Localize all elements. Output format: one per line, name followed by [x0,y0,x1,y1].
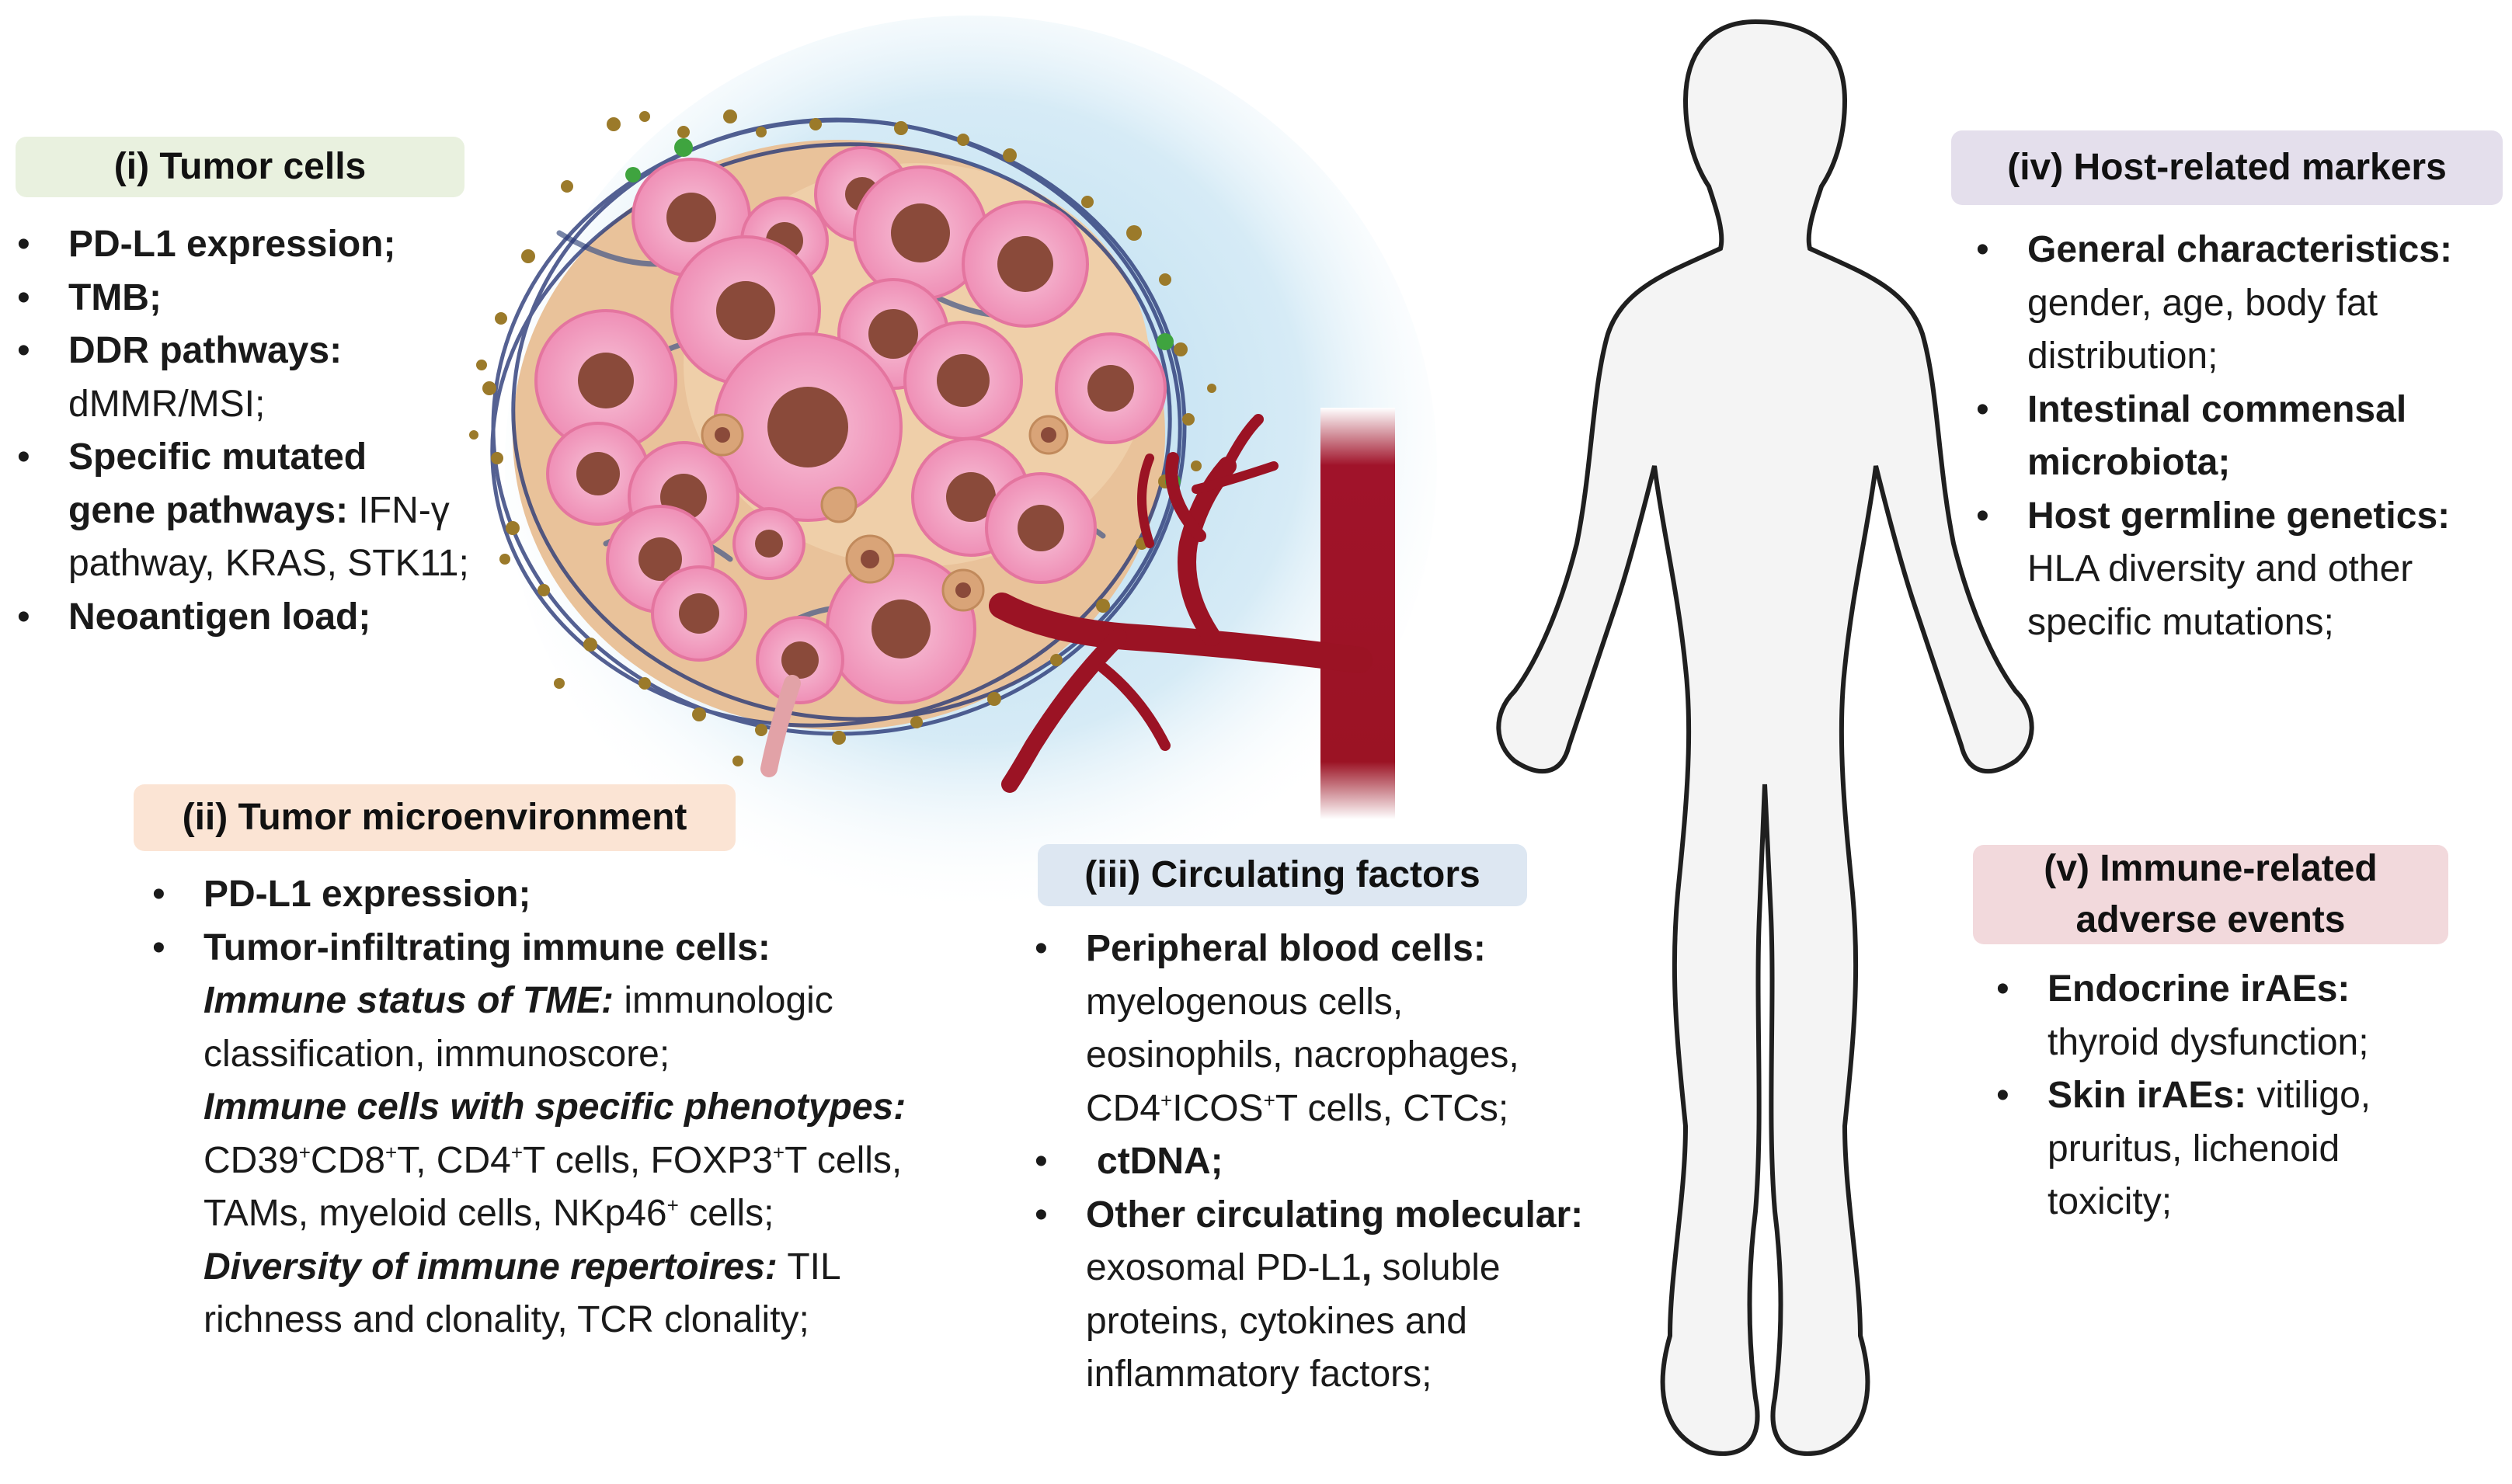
list-item: Intestinal commensal microbiota; [1976,384,2512,490]
list-item: General characteristics: gender, age, bo… [1976,224,2512,384]
circulating-title: (iii) Circulating factors [1084,854,1480,895]
host-title: (iv) Host-related markers [2007,147,2447,188]
tumor-cells [534,146,1167,704]
host-header: (iv) Host-related markers [1951,130,2503,205]
list-item: Specific mutated gene pathways: IFN-γ pa… [17,431,514,591]
tme-immune-status: Immune status of TME: immunologic classi… [204,980,833,1075]
list-item: PD-L1 expression; [152,868,1053,922]
list-item: Endocrine irAEs: thyroid dysfunction; [1996,963,2493,1069]
tumor-cells-header: (i) Tumor cells [16,137,464,197]
tme-diversity: Diversity of immune repertoires: TIL ric… [204,1246,841,1341]
irae-header: (v) Immune-related adverse events [1973,845,2448,944]
tme-phenotypes: Immune cells with specific phenotypes: C… [204,1086,906,1234]
irae-list: Endocrine irAEs: thyroid dysfunction; Sk… [1996,963,2493,1229]
list-item: DDR pathways: dMMR/MSI; [17,325,514,431]
host-list: General characteristics: gender, age, bo… [1976,224,2512,649]
irae-title-line2: adverse events [2075,899,2346,940]
list-item: Other circulating molecular: exosomal PD… [1035,1189,1672,1402]
irae-title-line1: (v) Immune-related [2044,848,2378,889]
list-item: Peripheral blood cells: myelogenous cell… [1035,923,1672,1135]
list-item: Skin irAEs: vitiligo, pruritus, lichenoi… [1996,1069,2493,1229]
blood-vessel-illustration [760,408,1395,819]
tme-list: PD-L1 expression; Tumor-infiltrating imm… [152,868,1053,1347]
tumor-cells-list: PD-L1 expression; TMB; DDR pathways: dMM… [17,218,514,644]
list-item: ctDNA; [1035,1135,1672,1189]
tumor-cells-title: (i) Tumor cells [113,146,367,187]
circulating-list: Peripheral blood cells: myelogenous cell… [1035,923,1672,1402]
list-item: Host germline genetics: HLA diversity an… [1976,490,2512,650]
tme-title: (ii) Tumor microenvironment [182,797,687,838]
list-item: TMB; [17,272,514,325]
list-item: PD-L1 expression; [17,218,514,272]
list-item: Tumor-infiltrating immune cells: [152,922,1053,975]
tme-header: (ii) Tumor microenvironment [134,784,736,851]
human-body-silhouette [1496,19,2034,1456]
circulating-header: (iii) Circulating factors [1038,844,1527,906]
list-item: Neoantigen load; [17,591,514,645]
